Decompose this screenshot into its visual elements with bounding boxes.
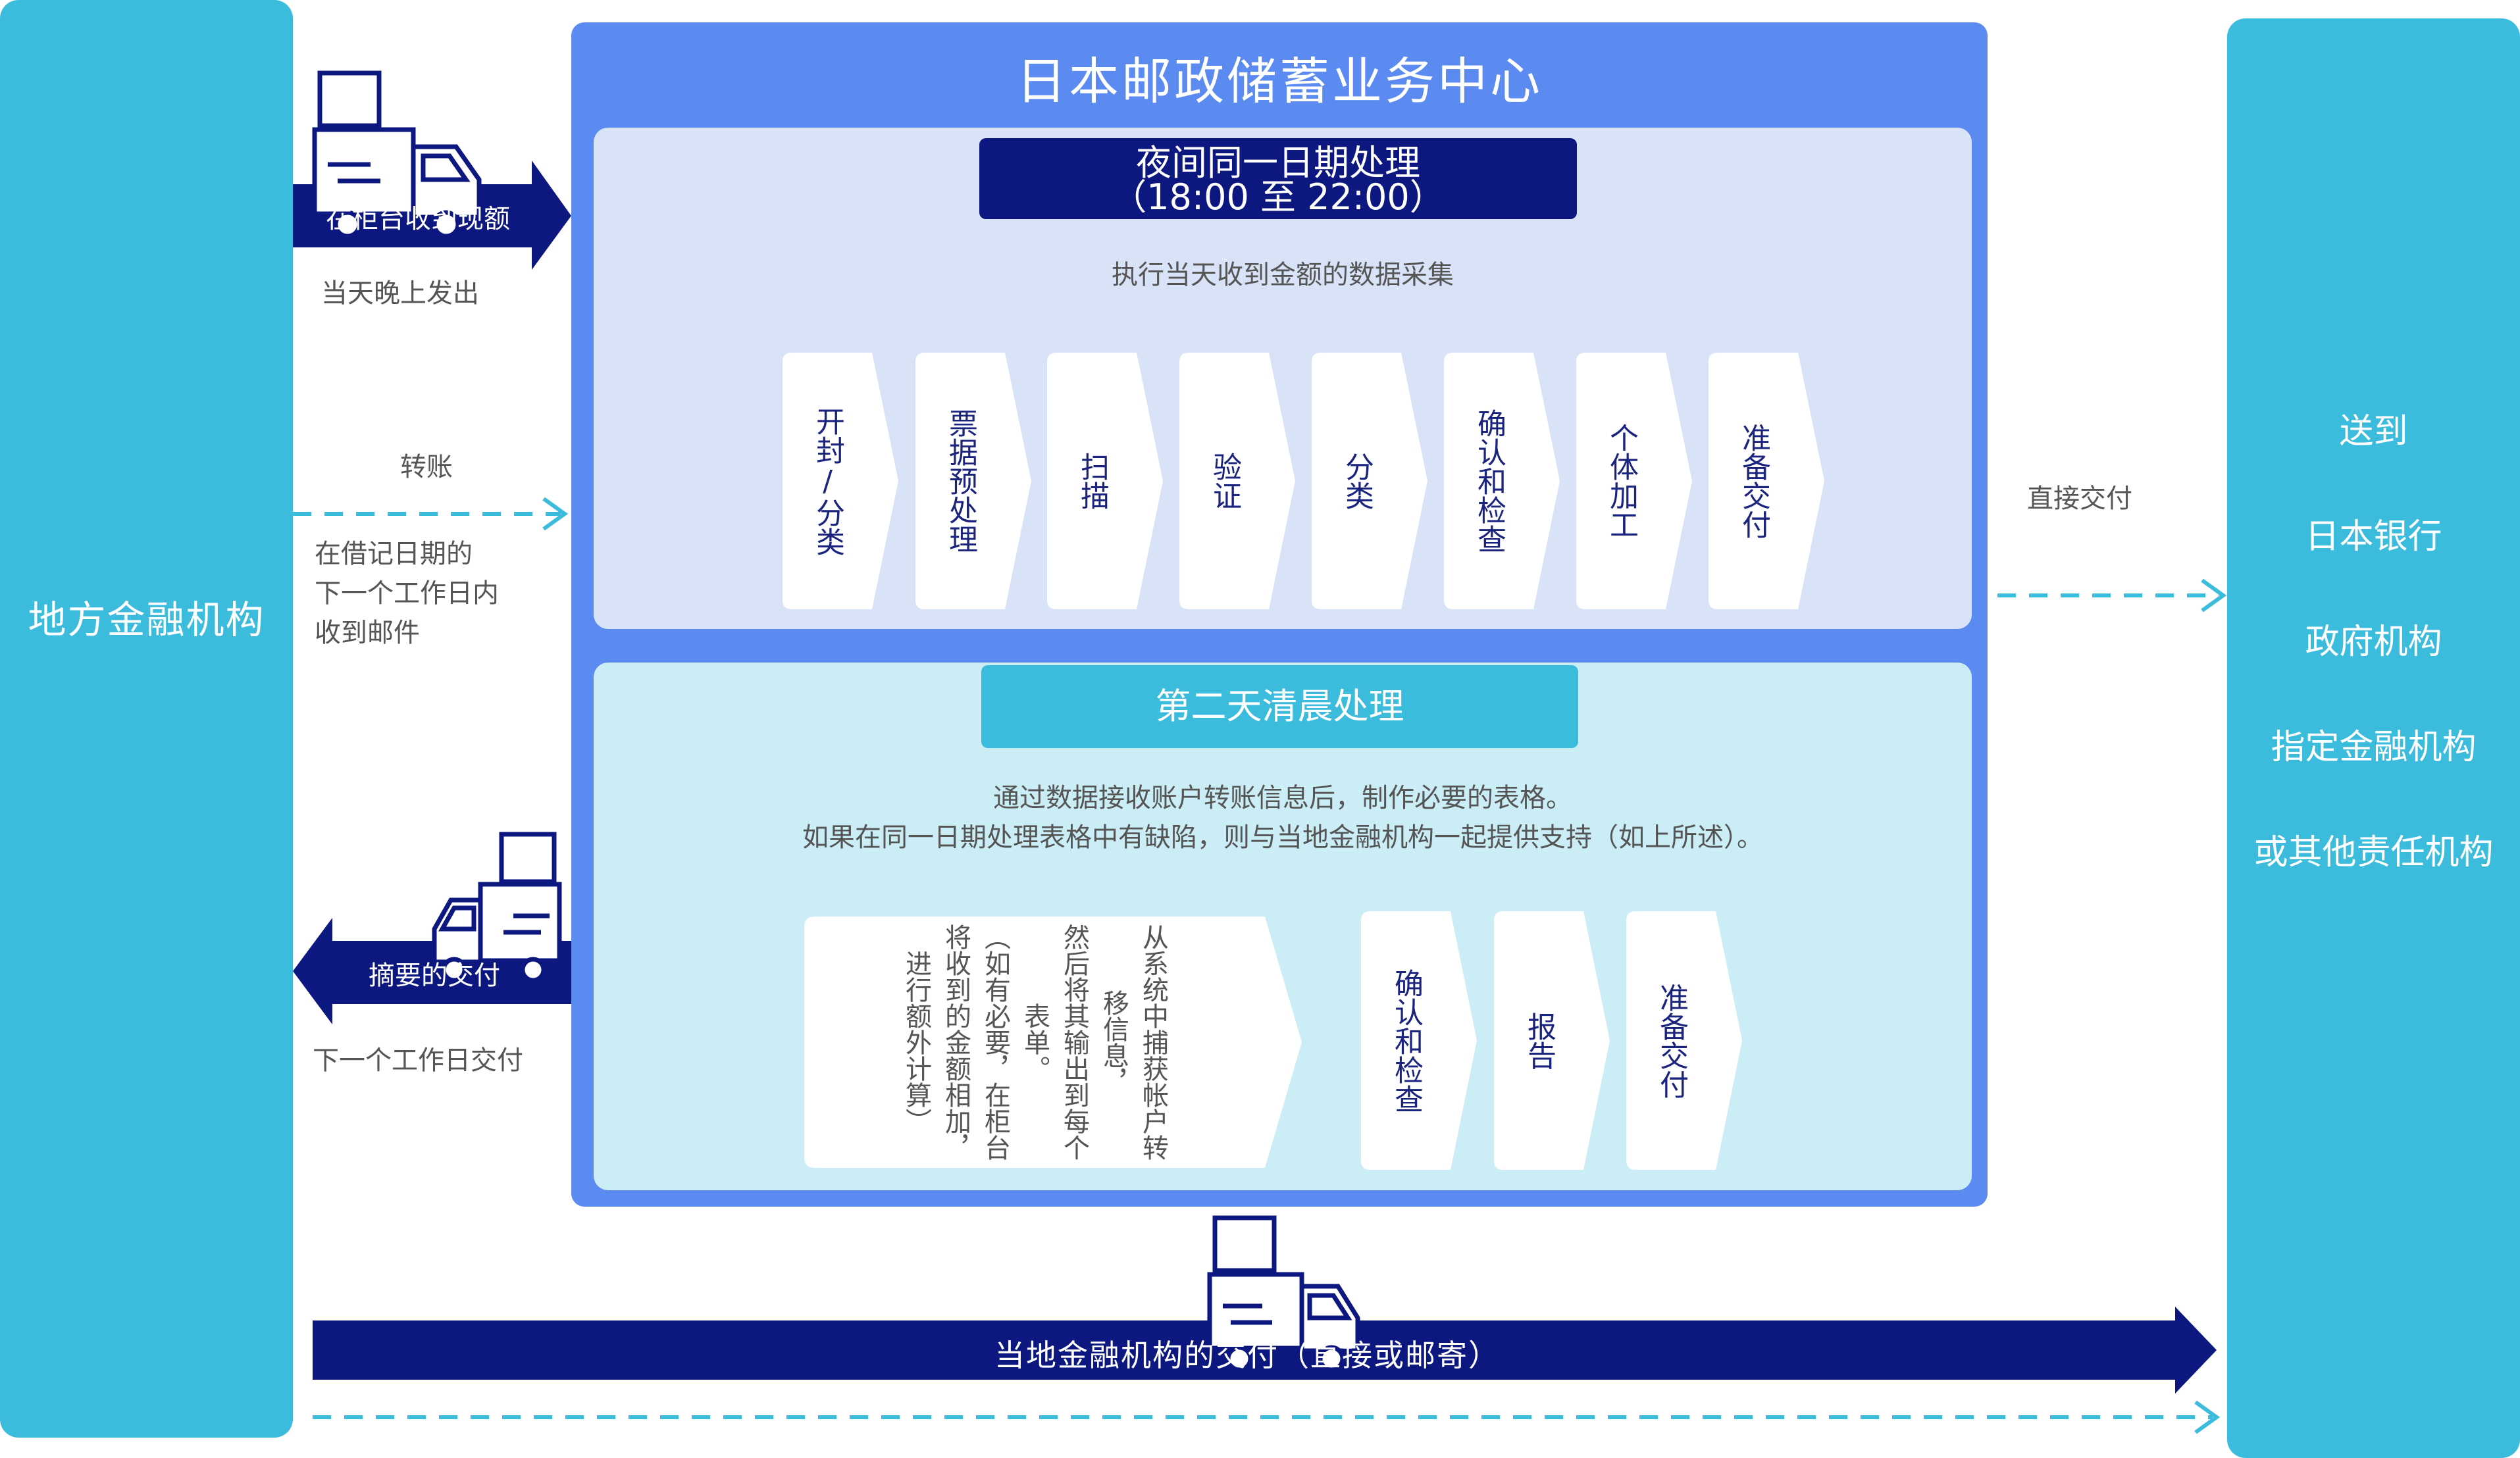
destination-item: 或其他责任机构: [2253, 833, 2494, 872]
process-step-label: 验证: [1208, 452, 1241, 510]
process-step-label: 确认和检查: [1472, 409, 1506, 553]
destination-panel: 送到 日本银行 政府机构 指定金融机构 或其他责任机构: [2227, 18, 2520, 1458]
process-step-chevron: 验证: [1179, 353, 1295, 609]
destination-item: 政府机构: [2305, 622, 2442, 662]
process-step-label: 扫描: [1075, 452, 1109, 510]
process-step-label: 分类: [1340, 452, 1374, 510]
transfer-note-line: 下一个工作日内: [315, 578, 499, 609]
process-step-chevron: 个体加工: [1576, 353, 1692, 609]
process-step-label: 开封/分类: [811, 406, 844, 556]
process-step-chevron: 扫描: [1047, 353, 1163, 609]
local-financial-institution-label: 地方金融机构: [28, 597, 265, 642]
local-financial-institution-panel: 地方金融机构: [0, 0, 293, 1438]
process-step-chevron: 票据预处理: [915, 353, 1031, 609]
process-step-chevron: 开封/分类: [783, 353, 898, 609]
direct-arrowhead: [2201, 578, 2227, 613]
process-step-label: 报告: [1522, 1011, 1556, 1070]
morning-caption-line1: 通过数据接收账户转账信息后，制作必要的表格。: [993, 783, 1572, 813]
process-step-label: 准备交付: [1655, 982, 1688, 1099]
process-step-chevron: 确认和检查: [1444, 353, 1560, 609]
process-step-label: 个体加工: [1605, 423, 1638, 539]
counter-note: 当天晚上发出: [321, 278, 479, 309]
destination-item: 指定金融机构: [2271, 728, 2477, 767]
capture-line: 从系统中捕获帐户转移信息，: [1098, 924, 1168, 1161]
night-caption: 执行当天收到金额的数据采集: [1112, 260, 1454, 290]
capture-line: 然后将其输出到每个表单。: [1019, 924, 1089, 1161]
processing-center-title: 日本邮政储蓄业务中心: [1016, 52, 1543, 111]
destination-item: 日本银行: [2305, 517, 2442, 557]
process-step-chevron: 确认和检查: [1361, 911, 1477, 1170]
transfer-note-line: 收到邮件: [315, 618, 420, 648]
capture-line: （如有必要，在柜台将收到的金额相加，: [940, 924, 1010, 1161]
truck-icon: [312, 70, 482, 239]
night-header-line2: （18:00 至 22:00）: [1111, 176, 1445, 218]
transfer-note-line: 在借记日期的: [315, 539, 473, 569]
process-step-label: 准备交付: [1737, 423, 1770, 539]
summary-label: 摘要的交付: [369, 961, 500, 991]
process-step-label: 票据预处理: [944, 409, 977, 553]
destination-item: 送到: [2339, 412, 2408, 451]
transfer-arrowhead: [542, 497, 569, 531]
capture-line: 进行额外计算）: [901, 950, 931, 1134]
morning-processing-header: 第二天清晨处理: [981, 665, 1578, 748]
truck-icon: [1207, 1215, 1360, 1372]
direct-label: 直接交付: [2027, 484, 2132, 514]
counter-label: 在柜台收到现额: [326, 204, 510, 234]
transfer-label: 转账: [400, 452, 453, 482]
process-step-chevron: 分类: [1312, 353, 1427, 609]
summary-note: 下一个工作日交付: [313, 1045, 523, 1076]
transfer-note: 在借记日期的 下一个工作日内 收到邮件: [315, 534, 499, 653]
morning-caption-line2: 如果在同一日期处理表格中有缺陷，则与当地金融机构一起提供支持（如上所述）。: [802, 822, 1763, 853]
capture-step-chevron: 从系统中捕获帐户转移信息， 然后将其输出到每个表单。 （如有必要，在柜台将收到的…: [804, 917, 1302, 1168]
truck-icon: [432, 832, 562, 983]
process-step-chevron: 报告: [1494, 911, 1610, 1170]
process-step-chevron: 准备交付: [1626, 911, 1742, 1170]
bottom-delivery-label: 当地金融机构的交付（直接或邮寄）: [994, 1338, 1500, 1373]
process-step-chevron: 准备交付: [1709, 353, 1824, 609]
bottom-dashed-arrowhead: [2194, 1400, 2221, 1434]
night-processing-header: 夜间同一日期处理 （18:00 至 22:00）: [979, 138, 1577, 219]
process-step-label: 确认和检查: [1389, 968, 1423, 1113]
night-header-line1: 夜间同一日期处理: [1136, 142, 1420, 184]
